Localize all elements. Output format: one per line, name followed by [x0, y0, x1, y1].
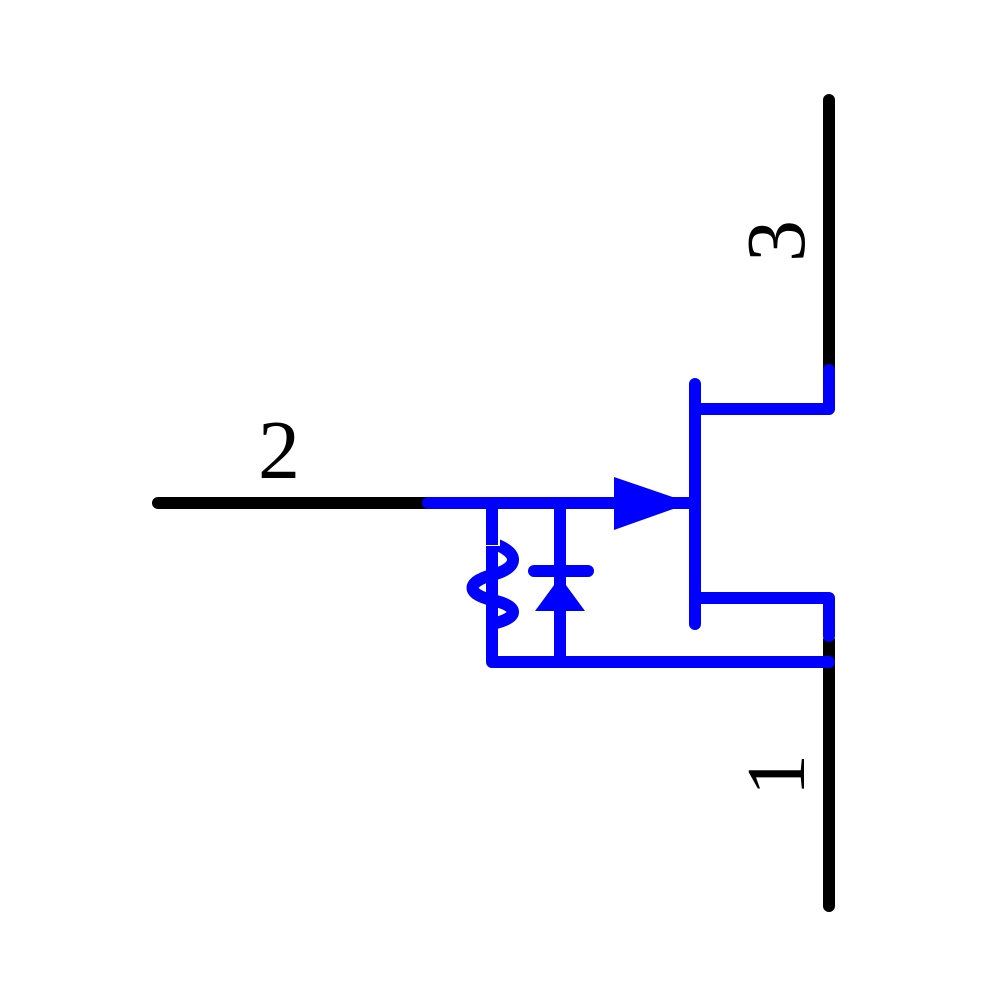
resistor-icon: [466, 537, 519, 630]
arrow-icon: [614, 477, 690, 530]
pin-1-label: 1: [730, 754, 823, 796]
diode-icon: [528, 565, 594, 611]
pin-3-label: 3: [730, 220, 823, 262]
pin-2-label: 2: [258, 404, 300, 497]
